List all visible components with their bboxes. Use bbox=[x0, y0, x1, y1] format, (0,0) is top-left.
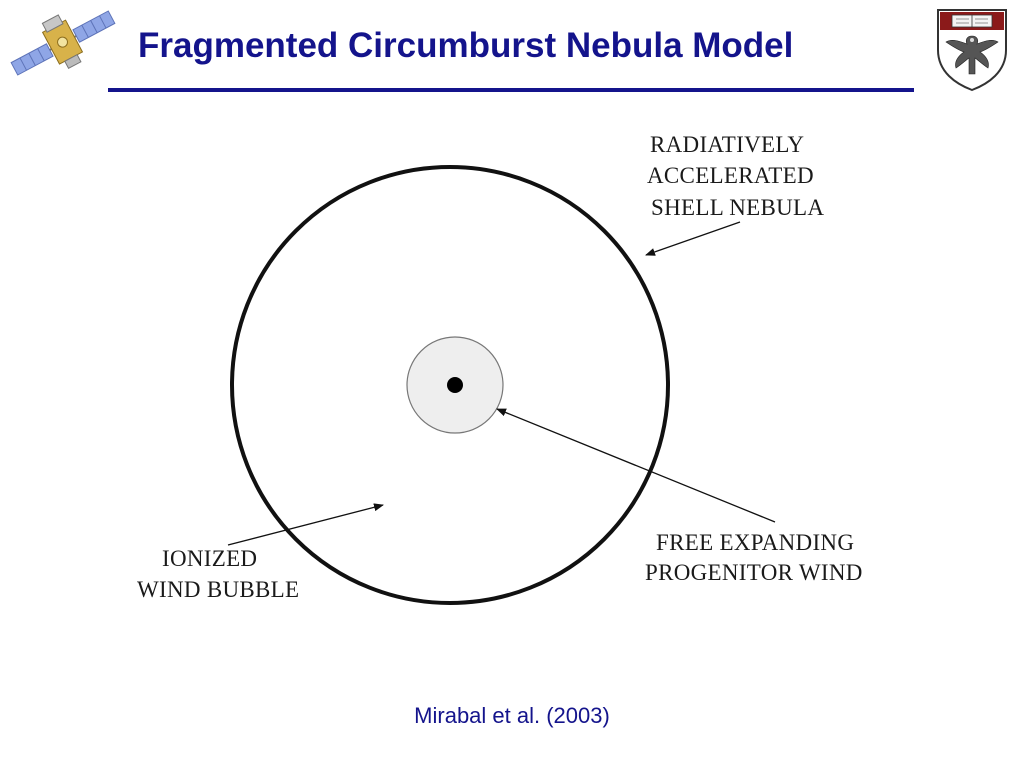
citation: Mirabal et al. (2003) bbox=[414, 703, 610, 728]
wind-bubble-label: IONIZED WIND BUBBLE bbox=[137, 546, 299, 602]
shell-nebula-label: RADIATIVELY ACCELERATED SHELL NEBULA bbox=[647, 132, 824, 220]
shell-nebula-circle bbox=[230, 165, 670, 605]
satellite-icon bbox=[10, 10, 116, 76]
progenitor-wind-arrow bbox=[496, 408, 776, 523]
university-crest-icon bbox=[937, 9, 1007, 92]
shell-nebula-arrow bbox=[645, 221, 741, 256]
title-divider bbox=[108, 88, 914, 92]
wind-bubble-arrow bbox=[227, 503, 384, 546]
progenitor-wind-label: FREE EXPANDING PROGENITOR WIND bbox=[645, 530, 863, 585]
slide-title: Fragmented Circumburst Nebula Model bbox=[138, 26, 794, 65]
central-star bbox=[447, 377, 463, 393]
